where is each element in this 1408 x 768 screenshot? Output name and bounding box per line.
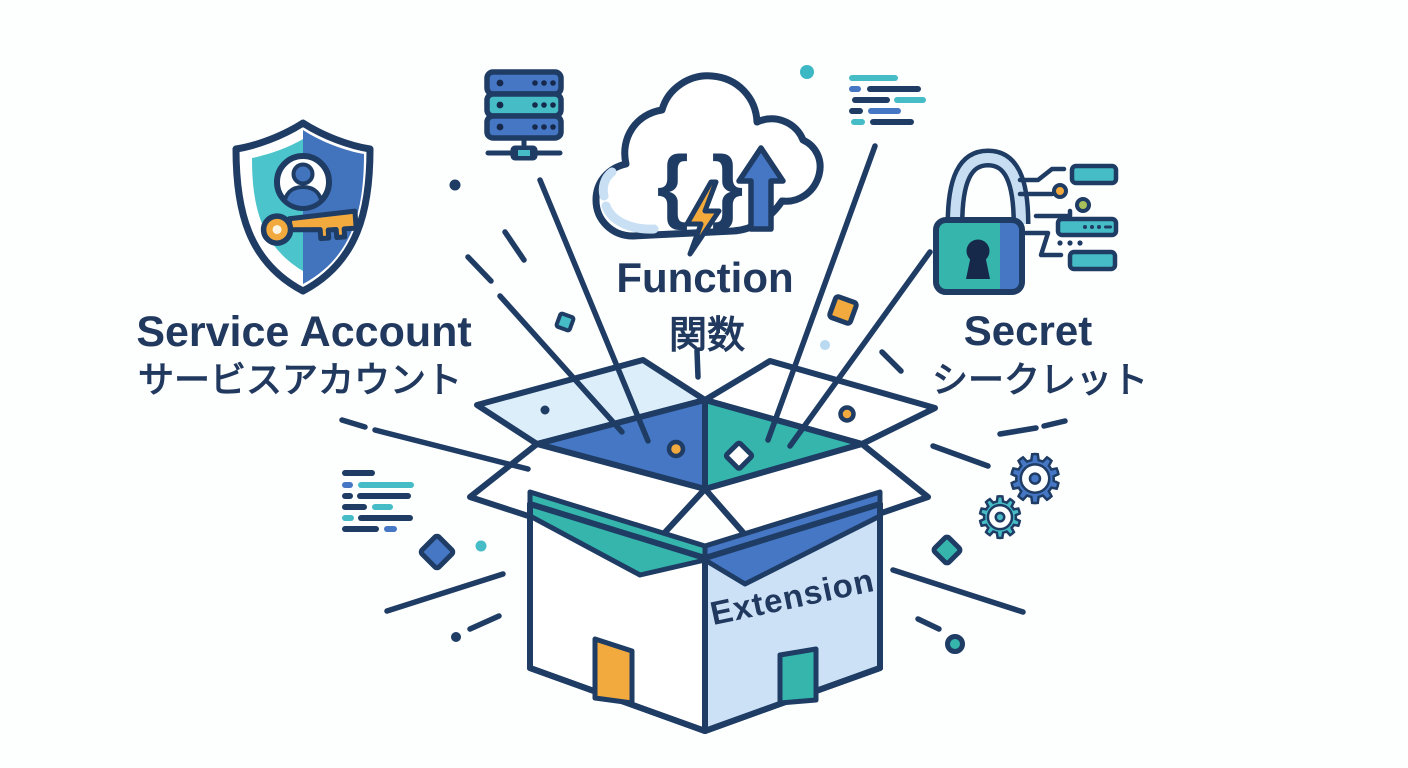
dot-navy bbox=[540, 405, 550, 415]
dot-teal bbox=[800, 65, 814, 79]
code-bar bbox=[342, 470, 375, 476]
code-bar bbox=[849, 86, 861, 92]
code-bar bbox=[852, 97, 890, 103]
server-leds bbox=[496, 79, 556, 131]
labels: Service Account サービスアカウント Function 関数 Se… bbox=[136, 254, 1148, 400]
code-bar bbox=[358, 515, 413, 521]
circuit-node-orange bbox=[1052, 183, 1068, 199]
ring-dot-orange bbox=[666, 439, 686, 459]
diamond-teal bbox=[931, 534, 963, 566]
secret-label-en: Secret bbox=[964, 307, 1092, 354]
code-bar bbox=[342, 482, 353, 488]
gears-icon: ⚙ ⚙ bbox=[974, 441, 1066, 551]
code-bar bbox=[849, 108, 863, 114]
circuit-chip bbox=[1069, 163, 1119, 186]
code-bar bbox=[894, 97, 926, 103]
code-bar bbox=[342, 526, 379, 532]
diamond-blue bbox=[418, 533, 456, 571]
key-icon bbox=[260, 208, 359, 246]
service-account-label-en: Service Account bbox=[136, 308, 471, 356]
open-extension-box-icon bbox=[467, 357, 938, 734]
code-bar bbox=[372, 504, 393, 510]
circuit-node-green bbox=[1075, 197, 1091, 213]
key-hole bbox=[272, 225, 282, 235]
cloud-inner-stripe bbox=[598, 167, 659, 234]
confetti-decorations bbox=[418, 65, 965, 654]
gear-glyph-teal: ⚙ bbox=[975, 486, 1025, 549]
box-left-door bbox=[592, 636, 635, 706]
code-bar bbox=[358, 482, 414, 488]
diamond-orange bbox=[827, 294, 859, 326]
lightning-bolt-icon bbox=[684, 179, 722, 257]
shackle-inner bbox=[950, 152, 1026, 225]
box-right-door bbox=[777, 646, 819, 706]
diamond-white bbox=[723, 440, 755, 471]
avatar-head bbox=[291, 162, 315, 186]
circuit-chip bbox=[1067, 249, 1118, 272]
keyhole-stem bbox=[966, 255, 990, 279]
dot-teal bbox=[475, 540, 487, 552]
ring-dot-orange bbox=[838, 405, 856, 423]
shield-user-key-icon bbox=[232, 119, 374, 295]
square-teal bbox=[554, 311, 576, 333]
radiating-lines bbox=[339, 143, 1068, 632]
dot-lightblue bbox=[820, 340, 830, 350]
code-bar bbox=[384, 526, 397, 532]
server-stack-icon bbox=[484, 69, 564, 161]
service-account-label-ja: サービスアカウント bbox=[138, 359, 462, 400]
secret-label-ja: シークレット bbox=[932, 359, 1148, 400]
code-bar bbox=[849, 75, 898, 81]
code-lines-icon bbox=[849, 75, 926, 125]
cloud-code-upload-icon: { } bbox=[592, 72, 824, 257]
circuit-dots bbox=[1057, 225, 1112, 246]
code-bar bbox=[357, 493, 411, 499]
gear-glyph-blue: ⚙ bbox=[1005, 442, 1064, 516]
code-lines-icon bbox=[342, 470, 414, 532]
circuit-nodes-icon bbox=[1017, 163, 1119, 272]
padlock-icon bbox=[933, 148, 1031, 295]
code-bar bbox=[867, 86, 921, 92]
lock-body-right-strip bbox=[1000, 220, 1022, 292]
code-bar bbox=[342, 515, 354, 521]
code-bar bbox=[342, 504, 367, 510]
function-label-en: Function bbox=[616, 254, 793, 301]
code-bar bbox=[342, 493, 353, 499]
key-shaft bbox=[286, 208, 359, 242]
code-bar bbox=[868, 108, 901, 114]
dot-navy bbox=[449, 179, 461, 191]
ring-dot-teal bbox=[945, 634, 965, 654]
code-bar bbox=[851, 119, 865, 125]
code-bar bbox=[870, 119, 914, 125]
function-label-ja: 関数 bbox=[669, 315, 745, 357]
upload-arrow-icon bbox=[736, 145, 786, 232]
dot-navy bbox=[451, 632, 461, 642]
